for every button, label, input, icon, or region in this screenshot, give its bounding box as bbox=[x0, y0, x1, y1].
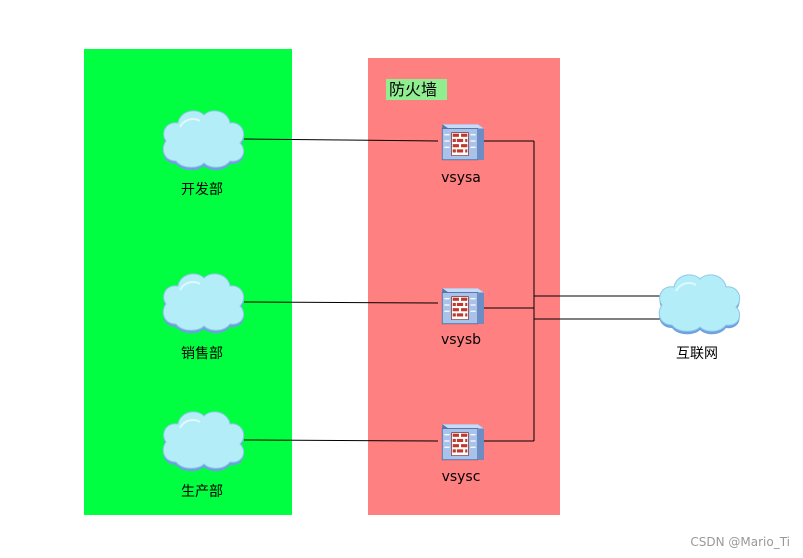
firewall-vsysa: vsysa bbox=[441, 123, 484, 186]
firewall-icon bbox=[441, 287, 484, 325]
department-sales: 销售部 bbox=[162, 272, 245, 362]
watermark: CSDN @Mario_Ti bbox=[690, 535, 790, 549]
department-sales-label: 销售部 bbox=[181, 346, 223, 362]
internet-label: 互联网 bbox=[676, 346, 718, 362]
link-production-vsysc bbox=[243, 439, 439, 442]
department-production: 生产部 bbox=[162, 410, 245, 500]
firewall-zone-title-bg bbox=[386, 79, 447, 100]
firewall-vsysa-label: vsysa bbox=[441, 170, 481, 186]
firewall-icon bbox=[441, 423, 484, 461]
link-dev-vsysa bbox=[243, 138, 439, 142]
firewall-vsysb: vsysb bbox=[441, 287, 484, 348]
firewall-icon bbox=[441, 123, 484, 161]
cloud-icon bbox=[658, 273, 741, 336]
department-production-label: 生产部 bbox=[181, 484, 223, 500]
firewall-vsysb-label: vsysb bbox=[441, 332, 481, 348]
firewall-zone-title: 防火墙 bbox=[389, 80, 437, 99]
firewall-vsysc-label: vsysc bbox=[442, 469, 481, 485]
department-dev: 开发部 bbox=[162, 109, 245, 198]
firewall-vsysc: vsysc bbox=[441, 423, 484, 485]
link-sales-vsysb bbox=[243, 301, 439, 304]
internet: 互联网 bbox=[658, 273, 741, 362]
department-dev-label: 开发部 bbox=[181, 182, 223, 198]
